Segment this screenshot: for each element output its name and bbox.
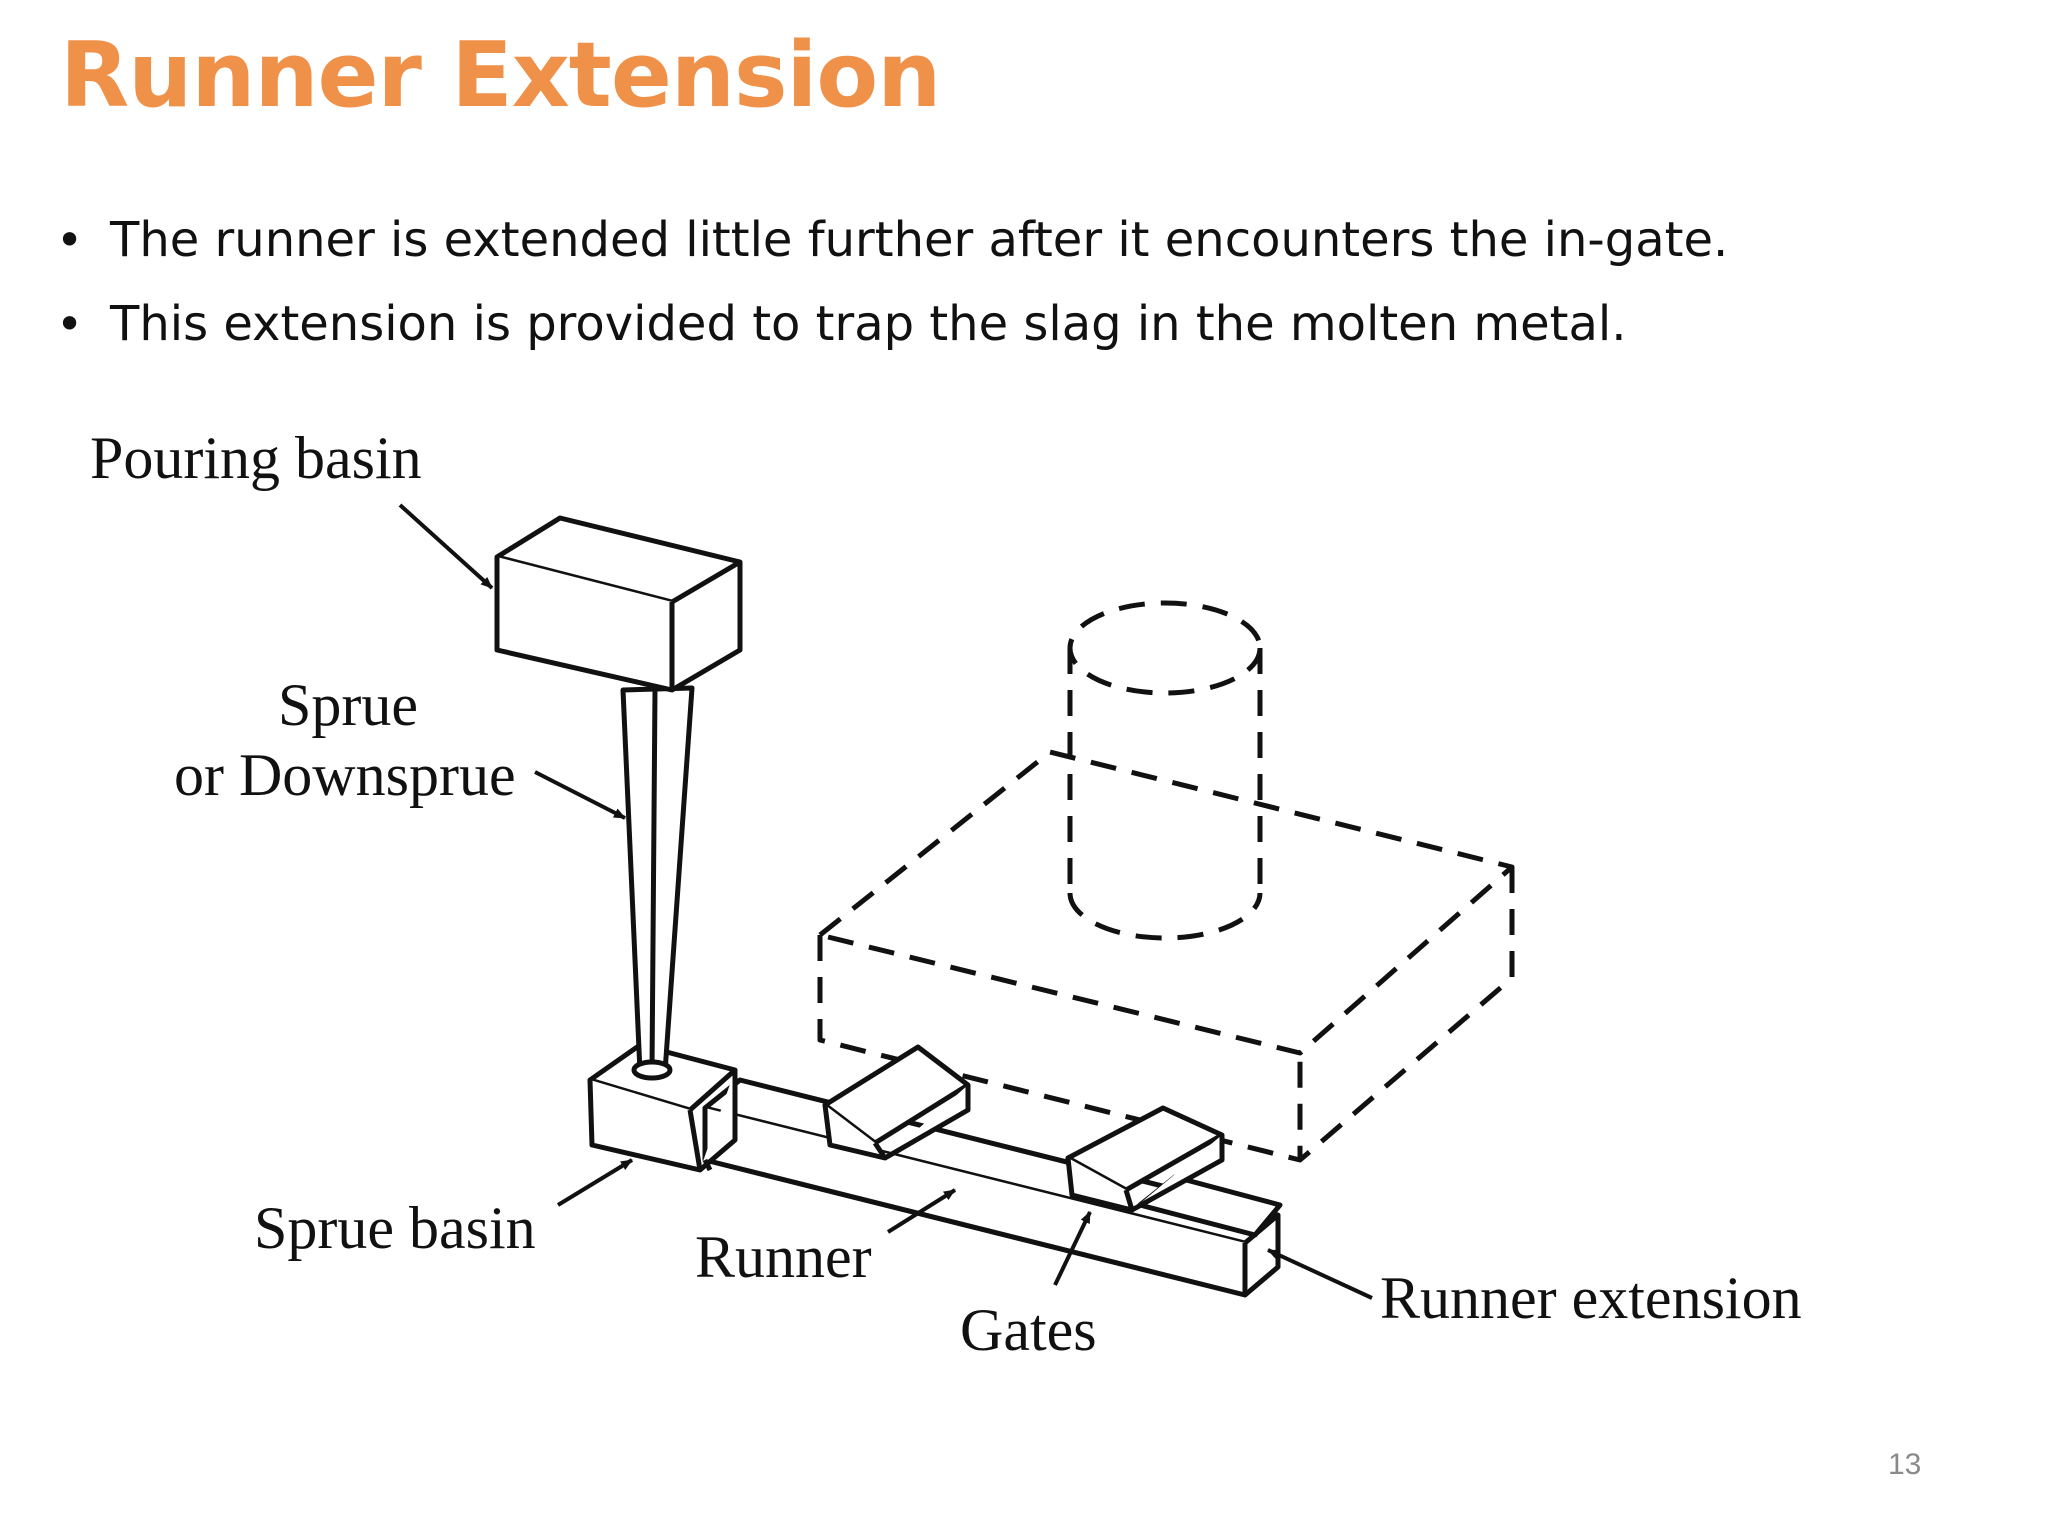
label-runner-extension: Runner extension: [1380, 1265, 1802, 1331]
label-sprue: Sprue: [278, 672, 418, 738]
runner-arrow: [886, 1188, 957, 1234]
label-gates: Gates: [960, 1297, 1097, 1363]
pouring-basin: [494, 515, 743, 693]
label-runner: Runner: [695, 1224, 872, 1290]
bullet-text: This extension is provided to trap the s…: [110, 296, 1627, 352]
bullet-icon: •: [56, 213, 84, 267]
bullet-list: • The runner is extended little further …: [56, 198, 1728, 366]
gating-parts: [587, 1042, 1283, 1298]
label-downsprue: or Downsprue: [174, 742, 516, 808]
bullet-text: The runner is extended little further af…: [110, 212, 1729, 268]
sprue: [620, 685, 695, 1081]
bullet-item: • This extension is provided to trap the…: [56, 282, 1728, 366]
page-number: 13: [1888, 1448, 1922, 1481]
slide-title: Runner Extension: [60, 23, 941, 128]
label-sprue-basin: Sprue basin: [254, 1195, 536, 1261]
label-pouring-basin: Pouring basin: [90, 425, 422, 491]
bullet-item: • The runner is extended little further …: [56, 198, 1728, 282]
label-arrows: [398, 503, 1373, 1300]
runner-extension-arrow: [1267, 1248, 1373, 1300]
pouring-basin-arrow: [398, 503, 494, 590]
gates-arrow: [1053, 1211, 1092, 1286]
casting-outline: [817, 600, 1515, 1163]
bullet-icon: •: [56, 297, 84, 351]
sprue-arrow: [534, 770, 626, 820]
sprue-basin-arrow: [556, 1158, 634, 1207]
